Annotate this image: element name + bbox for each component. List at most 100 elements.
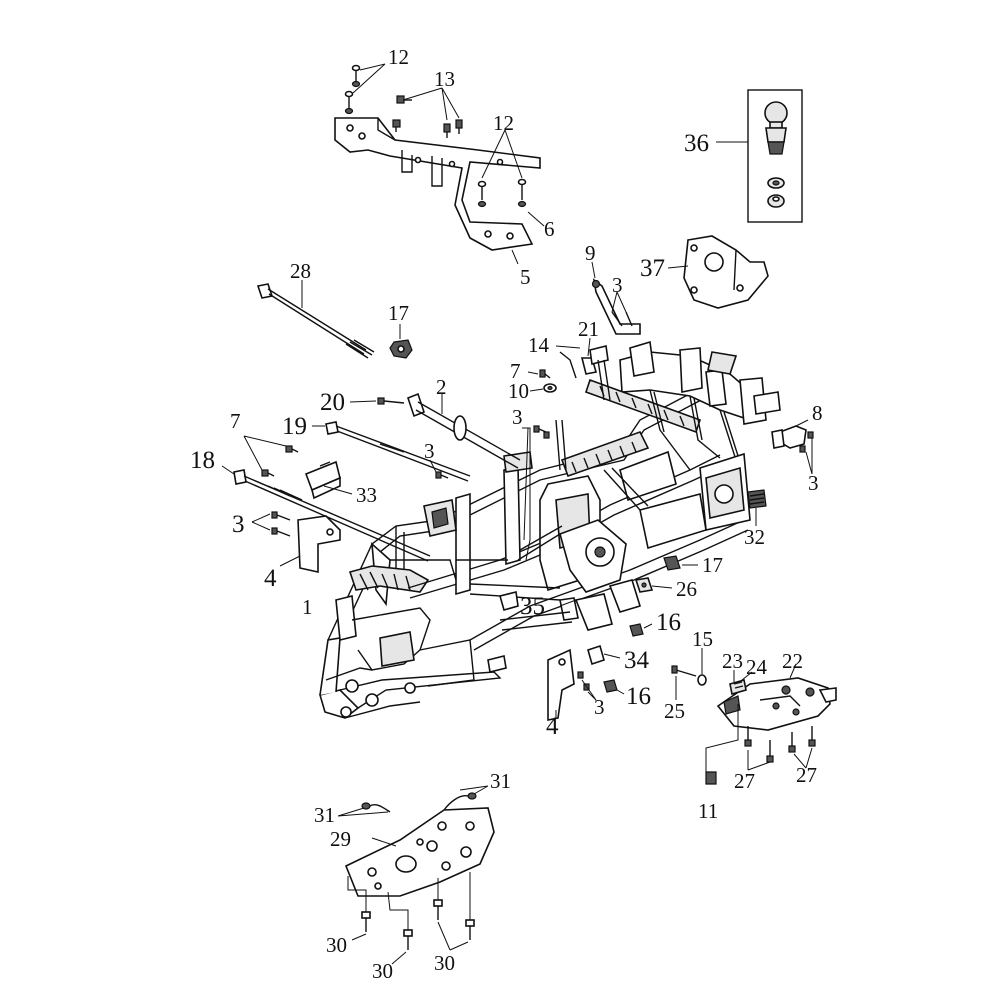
callout-33: 33 [356, 483, 377, 507]
callout-9: 9 [585, 241, 596, 265]
callout-14: 14 [528, 333, 550, 357]
screw-12-d [517, 178, 527, 208]
bolt-3-d [271, 527, 291, 537]
long-bolt-18 [221, 465, 431, 562]
callout-29: 29 [330, 827, 351, 851]
bolt-3-f [543, 431, 550, 439]
callout-25: 25 [664, 699, 685, 723]
screw-12-a [351, 64, 361, 88]
bolts-3-middle [429, 425, 550, 561]
callout-3-mid: 3 [512, 405, 523, 429]
callout-23: 23 [722, 649, 743, 673]
washer-15 [697, 648, 707, 686]
callout-26: 26 [676, 577, 697, 601]
bolts-30 [347, 872, 475, 965]
nut-26 [634, 577, 673, 593]
skid-plate-22 [716, 663, 837, 731]
small-parts-14-21-7-10 [527, 337, 598, 393]
bolt-7-top [539, 369, 551, 379]
callout-3-right: 3 [808, 471, 819, 495]
callout-4-lower: 4 [546, 713, 559, 740]
callout-35: 35 [520, 593, 545, 620]
callout-36: 36 [684, 130, 709, 157]
bolt-3-j [577, 671, 584, 679]
callout-labels: 12 13 12 6 5 36 37 9 3 28 17 21 14 7 10 … [190, 45, 823, 983]
callout-3-left: 3 [232, 511, 245, 538]
long-bolt-28 [256, 280, 375, 359]
callout-30-a: 30 [326, 933, 347, 957]
bolt-13-d [455, 119, 463, 134]
bolt-3-c [271, 511, 291, 521]
callout-30-c: 30 [434, 951, 455, 975]
pivot-shaft-2 [349, 392, 521, 469]
callout-19: 19 [282, 413, 307, 440]
screw-12-c [477, 180, 487, 208]
bolt-3-i [799, 445, 806, 453]
bolt-3-e [533, 425, 547, 433]
nut-16-b [603, 679, 625, 695]
callout-37: 37 [640, 255, 665, 282]
skid-plate-29 [344, 807, 495, 897]
callout-31-right: 31 [490, 769, 511, 793]
long-bolt-19 [312, 421, 471, 482]
callout-27-a: 27 [734, 769, 755, 793]
callout-11: 11 [698, 799, 718, 823]
bolt-13-c [443, 123, 451, 138]
bracket-8-right [771, 419, 814, 475]
callout-10: 10 [508, 379, 529, 403]
nut-17-top [389, 324, 413, 359]
bolt-3-h [807, 431, 814, 439]
bolt-3-b [625, 311, 633, 327]
bolt-20 [377, 397, 405, 405]
callout-3-a: 3 [612, 273, 623, 297]
bolt-7-a [285, 445, 299, 453]
collar-34 [587, 644, 621, 666]
callout-1: 1 [302, 595, 313, 619]
main-frame-1 [318, 340, 781, 719]
bolt-3-a [611, 311, 623, 327]
part-35-leader [559, 599, 577, 607]
hitch-ball-kit-box [716, 89, 803, 223]
bracket-33 [243, 435, 353, 500]
screw-12-b [344, 90, 354, 115]
callout-5: 5 [520, 265, 531, 289]
callout-7-top: 7 [510, 359, 521, 383]
callout-8: 8 [812, 401, 823, 425]
nut-17-right [663, 555, 698, 571]
callout-31-left: 31 [314, 803, 335, 827]
stay-bracket-9 [591, 261, 641, 335]
bolt-13-b [392, 119, 401, 132]
callout-2: 2 [436, 375, 447, 399]
callout-28: 28 [290, 259, 311, 283]
bracket-4-left [251, 511, 341, 573]
washer-10 [543, 383, 557, 393]
callout-16-a: 16 [656, 609, 681, 636]
callout-7-left: 7 [230, 409, 241, 433]
callout-16-b: 16 [626, 683, 651, 710]
callout-22: 22 [782, 649, 803, 673]
callout-12-mid: 12 [493, 111, 514, 135]
bracket-4-lower [547, 648, 597, 721]
clip-23-24 [729, 670, 753, 696]
callout-17-right: 17 [702, 553, 723, 577]
callout-4-left: 4 [264, 565, 277, 592]
callout-18: 18 [190, 447, 215, 474]
callout-24: 24 [746, 655, 768, 679]
callout-12-top: 12 [388, 45, 409, 69]
callout-17-top: 17 [388, 301, 409, 325]
callout-34: 34 [624, 647, 650, 674]
callout-30-b: 30 [372, 959, 393, 983]
mount-plate-37 [667, 235, 769, 309]
callout-32: 32 [744, 525, 765, 549]
nut-11 [705, 704, 739, 785]
rubber-bumper-32 [747, 489, 767, 526]
callout-6: 6 [544, 217, 555, 241]
pin-25 [671, 665, 697, 700]
nut-16-a [629, 623, 653, 637]
callout-27-b: 27 [796, 763, 817, 787]
callout-20: 20 [320, 389, 345, 416]
callout-13: 13 [434, 67, 455, 91]
callout-3-lower: 3 [594, 695, 605, 719]
